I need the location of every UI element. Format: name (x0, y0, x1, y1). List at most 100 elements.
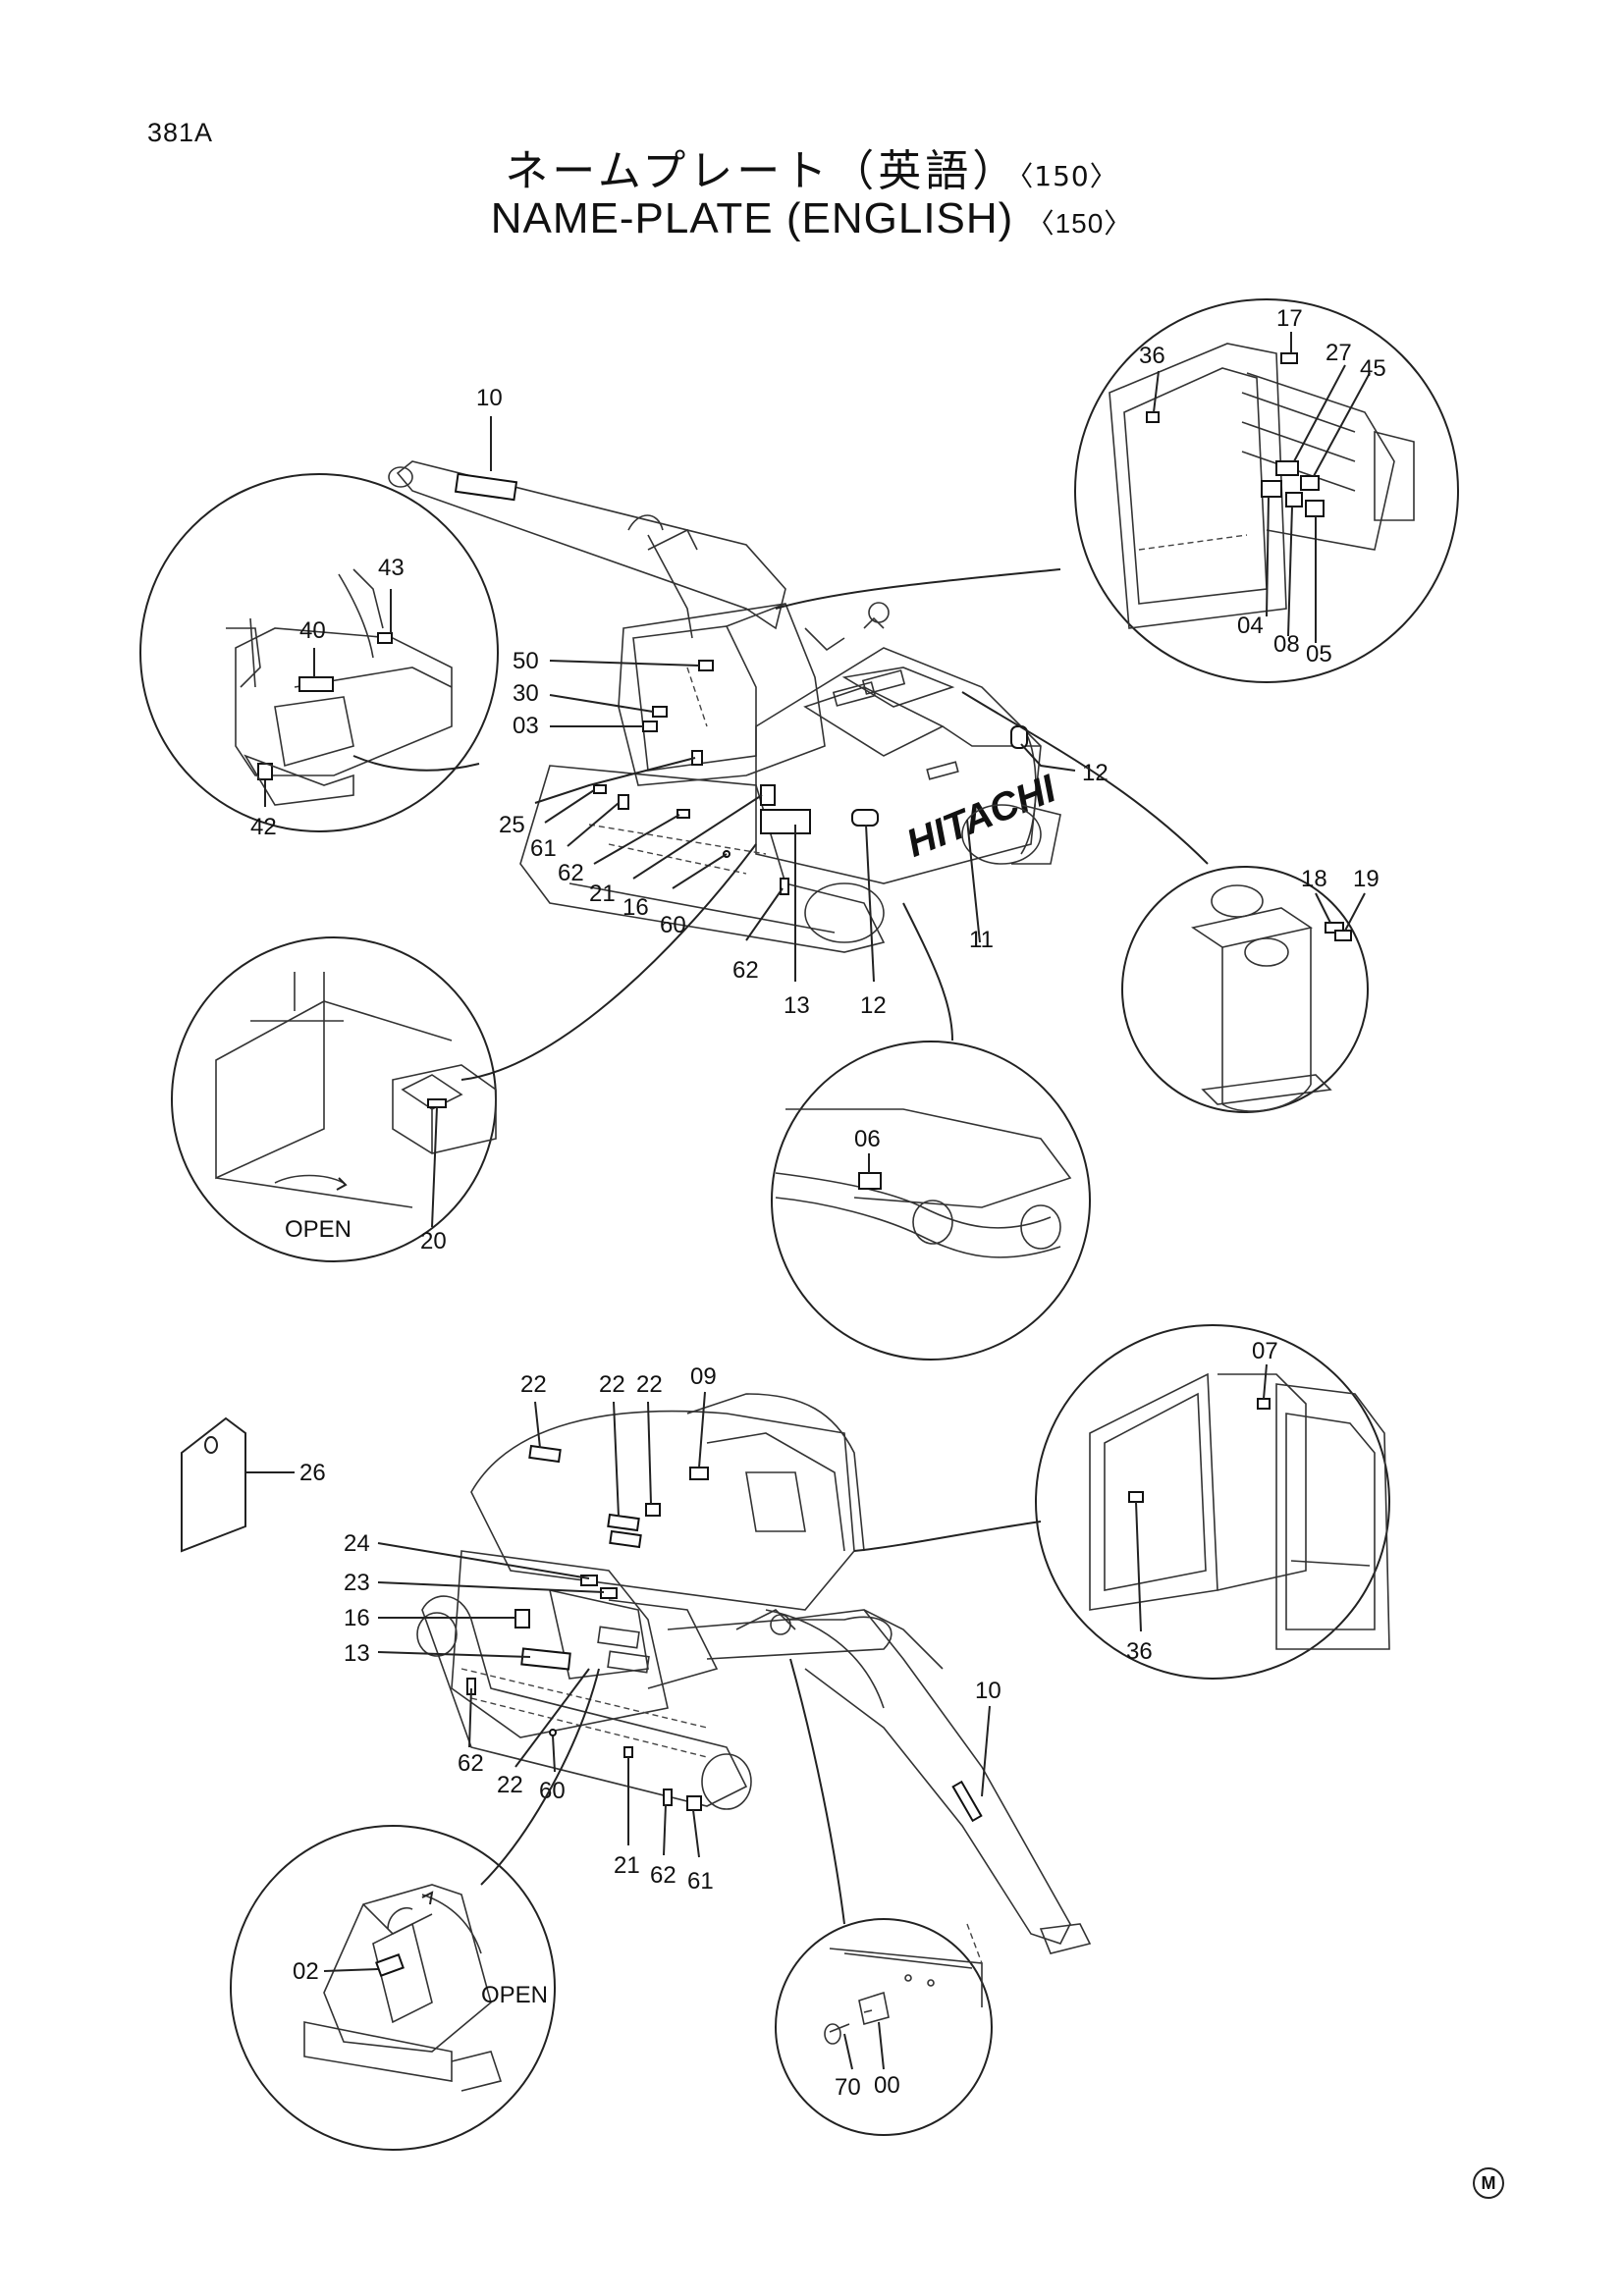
plate-20 (427, 1098, 447, 1108)
detail-cab-interior (1074, 298, 1459, 683)
callouts-upper: 10 50 30 03 25 61 62 21 16 60 62 13 12 1… (476, 385, 1109, 1019)
callout-61-b: 61 (687, 1868, 714, 1895)
callout-10: 10 (476, 385, 503, 411)
callouts-hose: 06 (854, 1126, 881, 1152)
plate-30 (652, 706, 668, 718)
callout-50: 50 (513, 648, 539, 674)
plate-10-upper (454, 472, 518, 502)
callout-23: 23 (344, 1570, 370, 1596)
detail-cab-door (1035, 1324, 1390, 1680)
title-japanese: ネームプレート（英語）〈150〉 (0, 135, 1623, 198)
excavator-lower (416, 1393, 1092, 1954)
callout-22-a: 22 (520, 1371, 547, 1398)
plate-40 (298, 676, 334, 692)
plate-06 (858, 1172, 882, 1190)
callouts-filter: 18 19 (1301, 866, 1380, 892)
plate-36-cab (1146, 411, 1160, 423)
callout-03: 03 (513, 713, 539, 739)
callout-00: 00 (874, 2072, 900, 2099)
open-note-2: OPEN (481, 1982, 548, 2008)
leaders-upper (490, 416, 1076, 983)
plate-42 (257, 763, 273, 780)
callout-18: 18 (1301, 866, 1327, 892)
callout-16: 16 (622, 894, 649, 921)
callout-09: 09 (690, 1363, 717, 1390)
copyright-mark: M (1473, 2167, 1504, 2199)
plate-50 (698, 660, 714, 671)
leader-cab-detail (775, 568, 1061, 610)
title-english: NAME-PLATE (ENGLISH) 〈150〉 (0, 194, 1623, 243)
callout-45: 45 (1360, 355, 1386, 382)
plate-10-lower (951, 1780, 983, 1823)
callouts-lower: 22 22 22 09 24 23 16 13 62 22 60 21 62 6… (344, 1363, 1001, 1895)
callout-13: 13 (784, 992, 810, 1019)
callout-04: 04 (1237, 613, 1264, 639)
callout-02: 02 (293, 1958, 319, 1985)
callouts-hood: 02 OPEN (293, 1958, 548, 2008)
detail-plate-screw (775, 1918, 993, 2136)
plate-04 (1261, 480, 1282, 498)
leader-hose-detail (902, 902, 953, 1041)
plate-45 (1300, 475, 1320, 491)
callouts-cab: 17 36 27 45 04 08 05 (1139, 305, 1386, 667)
callout-21: 21 (589, 881, 616, 907)
plate-36-door (1128, 1491, 1144, 1503)
callout-19: 19 (1353, 866, 1380, 892)
hitachi-brand-text: HITACHI (900, 767, 1062, 866)
callout-17: 17 (1276, 305, 1303, 332)
plate-62-lower (780, 878, 789, 895)
leader-controls-detail (352, 755, 480, 772)
callout-43: 43 (378, 555, 405, 581)
plate-22-a (528, 1444, 562, 1464)
callout-24: 24 (344, 1530, 370, 1557)
leader-battery-detail (460, 843, 757, 1081)
callout-13-b: 13 (344, 1640, 370, 1667)
callout-07: 07 (1252, 1338, 1278, 1364)
callout-16-b: 16 (344, 1605, 370, 1631)
tag-26: 26 (181, 1416, 326, 1553)
callouts-screw: 70 00 (835, 2072, 900, 2101)
detail-filter (1121, 866, 1369, 1113)
plate-61-lower (686, 1795, 702, 1811)
callout-08: 08 (1273, 631, 1300, 658)
title-jp-text: ネームプレート（英語） (505, 146, 1020, 196)
callout-12-a: 12 (860, 992, 887, 1019)
callout-25: 25 (499, 812, 525, 838)
callout-10-b: 10 (975, 1678, 1001, 1704)
detail-battery-box (171, 936, 497, 1262)
plate-21-lower (623, 1746, 633, 1758)
callouts-door: 07 36 (1126, 1338, 1278, 1665)
plate-27 (1275, 460, 1299, 476)
plate-02 (375, 1953, 405, 1977)
plate-22-c (609, 1529, 642, 1549)
plate-60-lower (549, 1729, 557, 1736)
detail-hose (771, 1041, 1091, 1361)
plate-61 (593, 784, 607, 794)
callout-70: 70 (835, 2074, 861, 2101)
plate-17 (1280, 352, 1298, 364)
leader-screw-detail (789, 1658, 845, 1925)
callout-62-b: 62 (732, 957, 759, 984)
plate-23 (600, 1587, 618, 1599)
quantity-label: 〈150〉 (1026, 208, 1133, 239)
callout-30: 30 (513, 680, 539, 707)
quantity-label: 〈150〉 (1019, 160, 1118, 192)
callout-11: 11 (969, 927, 994, 953)
plate-12-side (851, 809, 879, 827)
callouts-controls: 43 40 42 (250, 555, 405, 840)
plate-05 (1305, 500, 1325, 517)
title-en-text: NAME-PLATE (ENGLISH) (490, 194, 1014, 242)
callout-40: 40 (299, 617, 326, 644)
plate-08 (1285, 492, 1303, 507)
detail-hood (230, 1825, 556, 2151)
open-note-1: OPEN (285, 1216, 352, 1243)
callout-22-d: 22 (497, 1772, 523, 1798)
callout-20: 20 (420, 1228, 447, 1255)
plate-22-b (607, 1513, 640, 1532)
plate-62-d (663, 1789, 673, 1806)
plate-16-lower (514, 1609, 530, 1629)
detail-controls (139, 473, 499, 832)
callout-62-c: 62 (458, 1750, 484, 1777)
callout-27: 27 (1325, 340, 1352, 366)
